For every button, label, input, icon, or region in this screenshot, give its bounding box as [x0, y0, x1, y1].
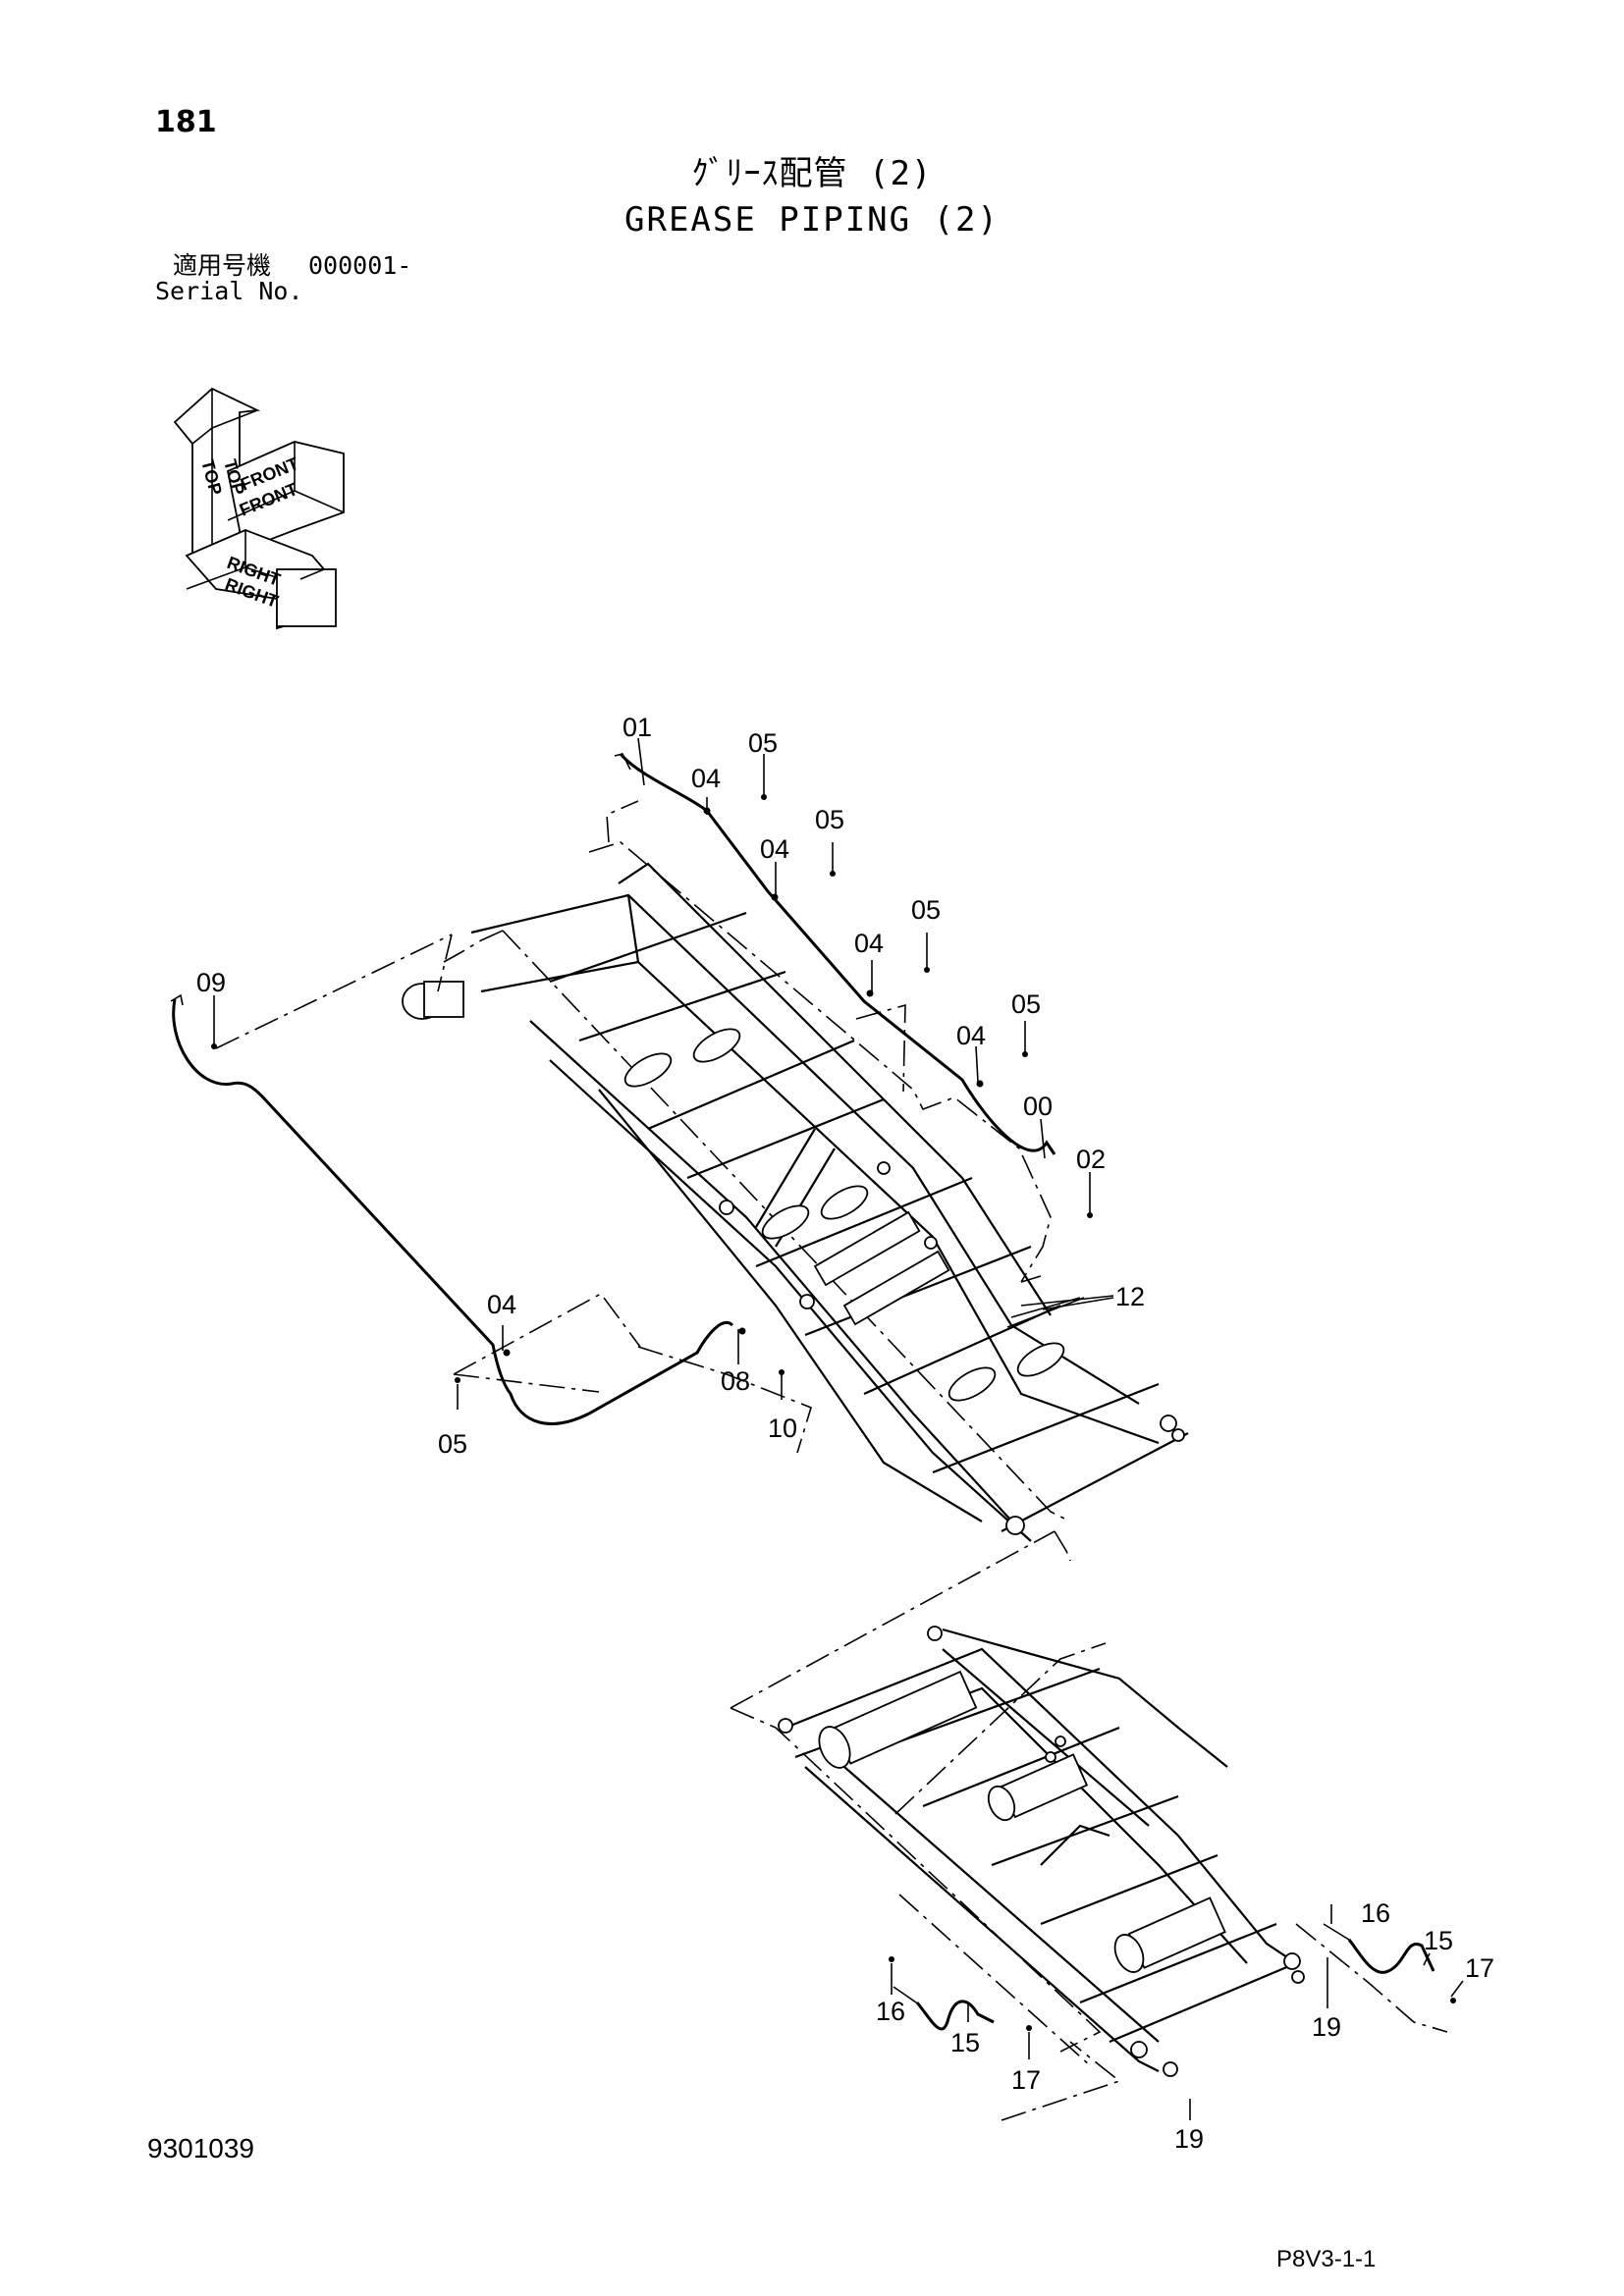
callout-08: 08	[721, 1366, 750, 1396]
upper-frame-assembly	[402, 800, 1189, 1542]
callout-17: 17	[1011, 2065, 1041, 2095]
callout-19: 19	[1312, 2012, 1341, 2042]
grease-hose-upper	[619, 753, 1056, 1155]
leader-lines	[211, 737, 1464, 2120]
callout-04: 04	[691, 764, 721, 793]
serial-number-range: 000001-	[308, 251, 412, 280]
callout-05: 05	[1011, 989, 1041, 1019]
lower-frame-assembly	[730, 1530, 1448, 2121]
callout-16: 16	[1361, 1898, 1390, 1928]
grease-hoses	[170, 753, 1435, 2031]
callout-12: 12	[1115, 1282, 1145, 1311]
callout-05: 05	[438, 1429, 467, 1459]
reference-lines-upper	[215, 934, 1042, 1454]
callout-15: 15	[1424, 1926, 1453, 1955]
callout-05: 05	[911, 895, 941, 925]
orientation-indicator: TOP TOP FRONT FRONT RIGHT RIGHT	[173, 387, 345, 630]
callout-10: 10	[768, 1414, 797, 1443]
callout-16: 16	[876, 1997, 905, 2026]
page-title-japanese: ｸﾞﾘｰｽ配管 (2)	[691, 154, 933, 193]
callout-02: 02	[1076, 1145, 1106, 1174]
grease-hose-lower-right	[1347, 1939, 1435, 1974]
callout-15: 15	[950, 2028, 980, 2057]
callout-04: 04	[854, 929, 884, 958]
callout-01: 01	[623, 713, 652, 742]
callout-05: 05	[815, 805, 844, 834]
callout-04: 04	[487, 1290, 516, 1319]
callout-04: 04	[760, 834, 789, 864]
grease-hose-left	[172, 998, 734, 1425]
page-code: P8V3-1-1	[1276, 2246, 1377, 2272]
page-title: GREASE PIPING (2)	[624, 200, 1000, 240]
serial-label-japanese: 適用号機	[173, 251, 272, 280]
callout-19: 19	[1174, 2124, 1204, 2154]
callout-04: 04	[956, 1021, 986, 1050]
serial-label: Serial No.	[155, 277, 303, 305]
page-number: 181	[155, 105, 217, 139]
grease-hose-lower-left	[915, 2000, 995, 2031]
callout-05: 05	[748, 728, 778, 758]
callout-17: 17	[1465, 1953, 1494, 1983]
callout-labels: 01 04 05 05 04 05 04 05 04 00 02 09 12 0…	[196, 713, 1494, 2154]
callout-09: 09	[196, 968, 226, 997]
document-code: 9301039	[147, 2133, 255, 2163]
callout-00: 00	[1023, 1092, 1053, 1121]
